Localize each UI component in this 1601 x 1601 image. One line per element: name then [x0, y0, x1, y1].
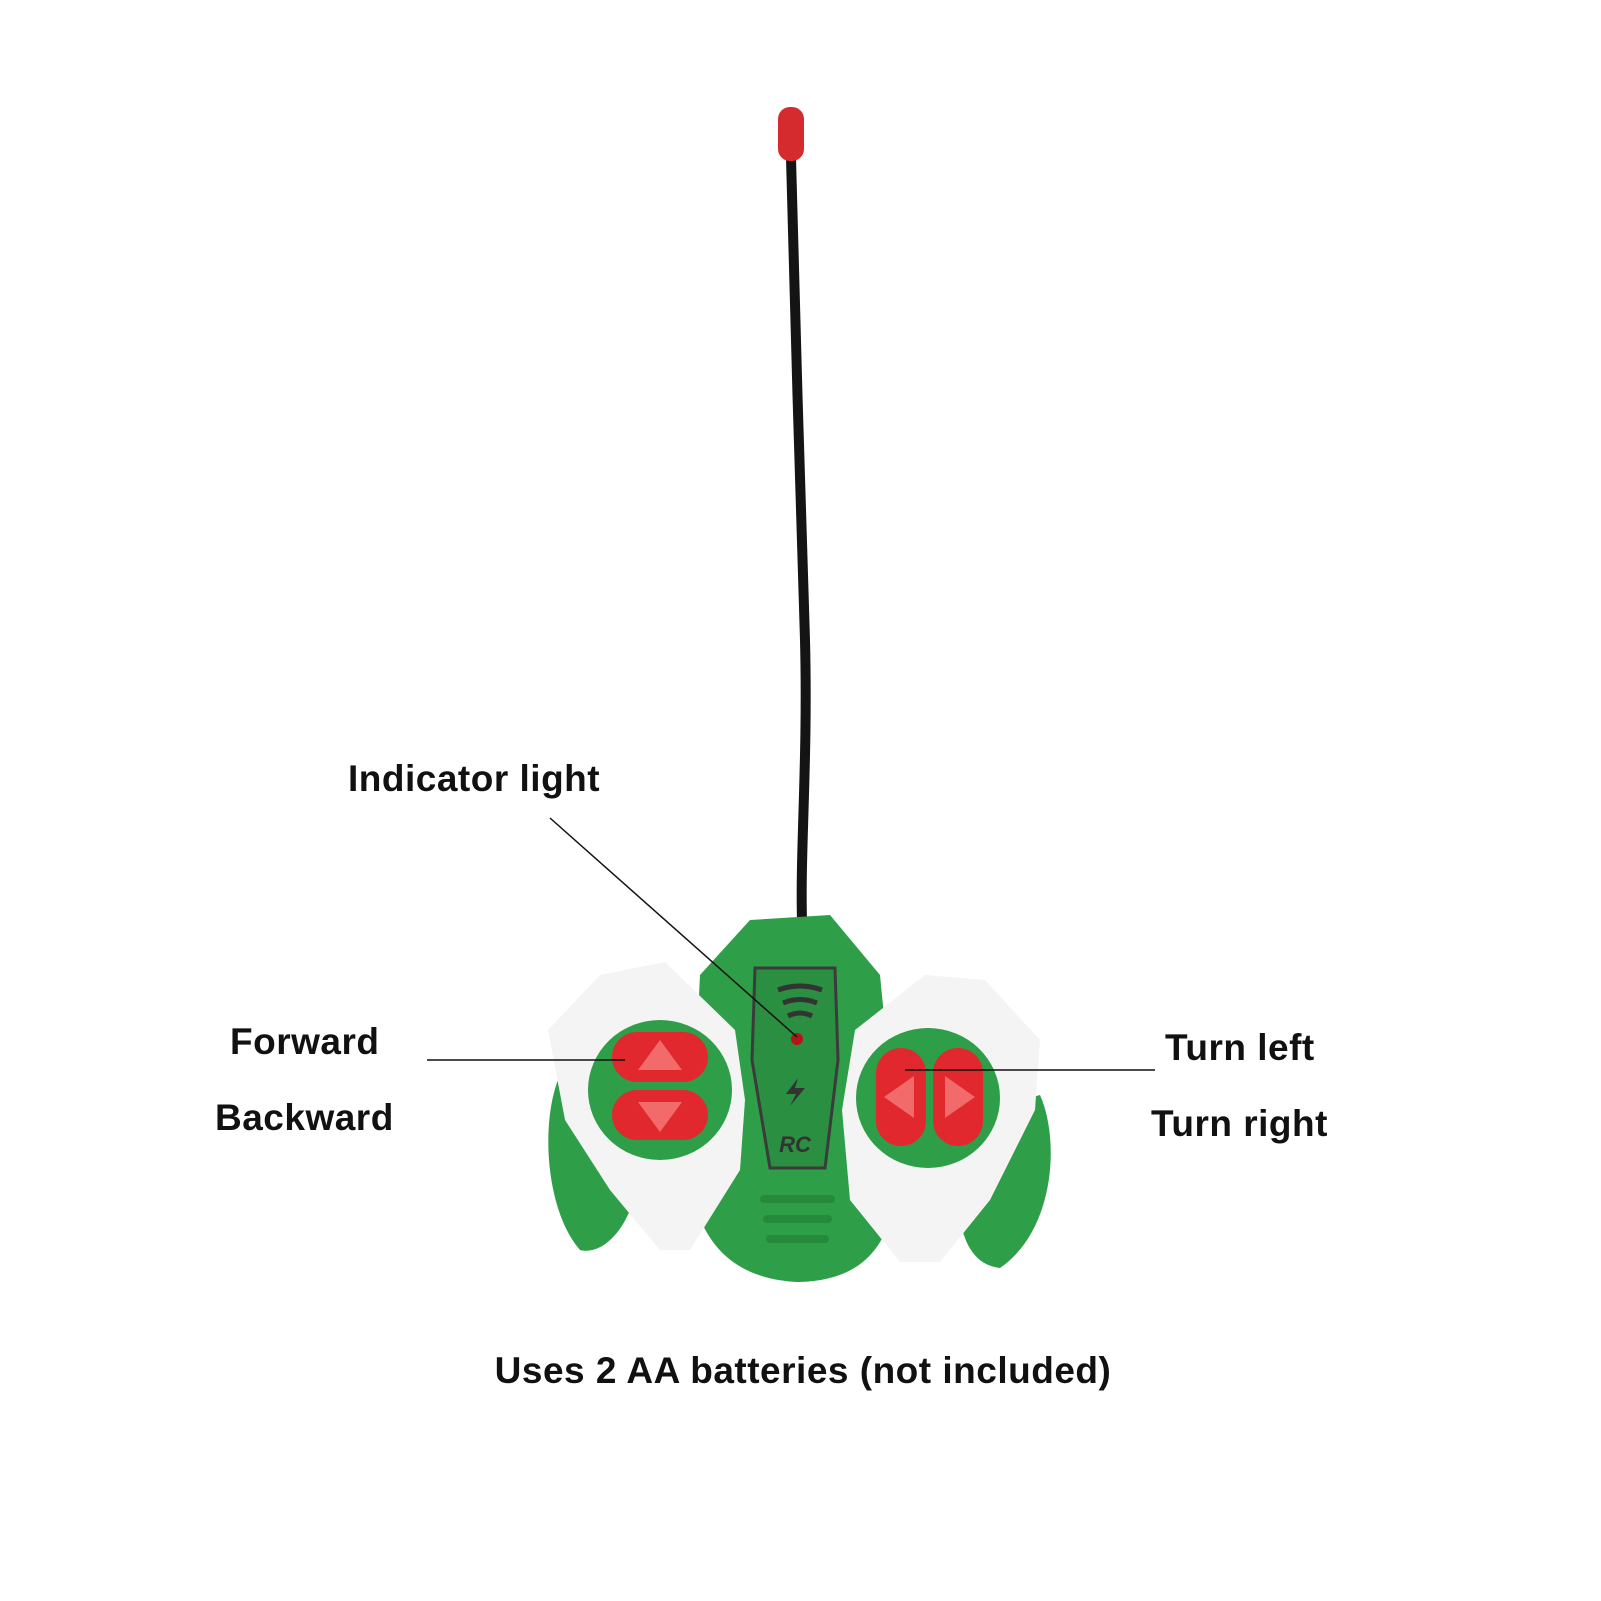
forward-label: Forward	[230, 1021, 380, 1062]
center-panel	[750, 966, 840, 1170]
down-arrow-icon	[638, 1102, 682, 1132]
up-arrow-icon	[638, 1040, 682, 1070]
backward-label: Backward	[215, 1097, 394, 1138]
turn-left-button[interactable]	[876, 1048, 926, 1146]
forward-button[interactable]	[612, 1032, 708, 1082]
signal-icon	[777, 983, 823, 1019]
logo: RC	[779, 1132, 812, 1157]
antenna-tip	[778, 107, 804, 161]
batteries-note: Uses 2 AA batteries (not included)	[494, 1350, 1112, 1391]
indicator-light	[791, 1033, 803, 1045]
turn-right-button[interactable]	[933, 1048, 983, 1146]
indicator-light-label: Indicator light	[348, 758, 601, 799]
grip-ridges	[760, 1195, 835, 1243]
indicator-light-leader	[549, 817, 798, 1038]
antenna-wire	[786, 157, 811, 921]
turn-right-label: Turn right	[1151, 1103, 1328, 1144]
right-arrow-icon	[945, 1076, 975, 1118]
left-arrow-icon	[884, 1076, 914, 1118]
backward-button[interactable]	[612, 1090, 708, 1140]
lightning-icon	[786, 1078, 805, 1106]
turn-left-label: Turn left	[1165, 1027, 1315, 1068]
